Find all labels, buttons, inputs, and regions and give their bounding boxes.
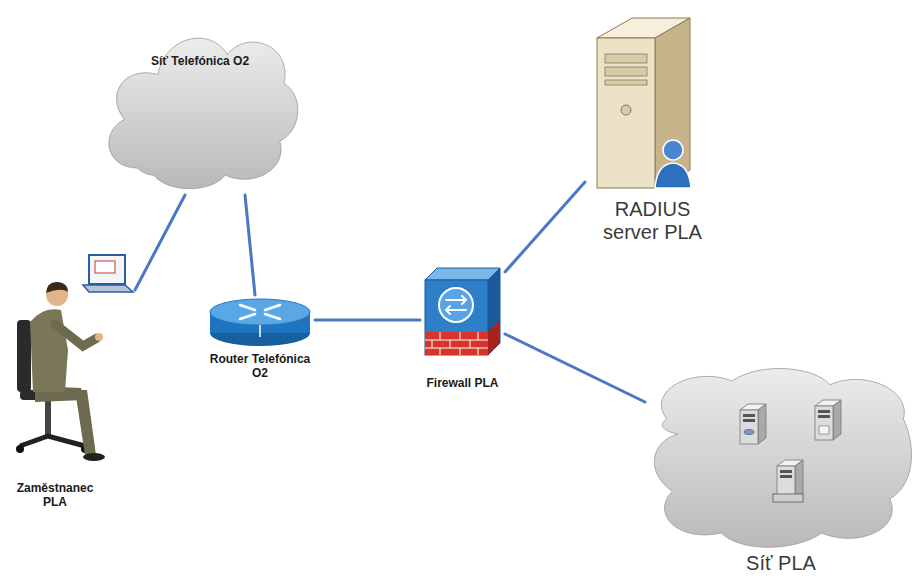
printer-symbol [773,494,803,502]
firewall-front [425,280,488,355]
server-bay [743,419,755,422]
chair-wheel [16,445,24,453]
server-icon [815,400,841,440]
network-link [245,195,255,295]
cloud-outline [654,369,911,548]
server-side [758,404,766,444]
server-front [815,406,833,440]
disk-symbol [744,430,754,435]
screen-window [95,261,115,273]
person-torso [30,309,68,392]
chair-stem [45,400,51,436]
user-body [655,163,691,188]
server-icon [740,404,766,444]
server-bay [818,410,830,413]
firewall-top [425,268,500,280]
network-cloud: Síť PLA [645,362,917,578]
server-icon [773,460,803,502]
server-bay [818,415,830,418]
brick-side [488,320,500,355]
dial-arrows [446,296,466,314]
node-illustration [645,362,917,578]
network-cloud: Síť Telefónica O2 [95,15,305,195]
firewall-node: Firewall PLA [420,262,505,402]
firewall-dial [439,288,473,322]
server-node: RADIUS server PLA [585,10,720,255]
node-label: Síť Telefónica O2 [150,55,250,69]
server-side [833,400,841,440]
router-icon [210,299,310,346]
router-node: Router Telefónica O2 [205,295,315,390]
chair-back [17,320,31,392]
node-label: Síť PLA [645,552,917,575]
person-hand [95,333,103,341]
node-label: Firewall PLA [420,377,505,391]
drive-bay [605,67,647,76]
server-icon [597,18,691,188]
cloud-outline [109,38,298,188]
laptop-base [83,285,133,292]
cloud-shape [654,369,911,548]
router-top [210,299,310,325]
firewall-icon [425,268,500,355]
person-shoe [83,453,105,461]
drive-bay [605,80,647,85]
cloud-shape [109,38,298,188]
node-label: Zaměstnanec PLA [5,482,105,510]
server-bay [780,470,792,473]
drive-bay [605,54,647,63]
network-link [505,334,645,402]
node-label: RADIUS server PLA [585,198,720,244]
user-node: Zaměstnanec PLA [5,250,135,535]
laptop-screen [89,255,125,284]
network-link [135,195,185,290]
server-bay [780,475,792,478]
network-link [505,182,585,272]
server-side [655,18,690,188]
person-shin [75,390,96,455]
network-link [315,319,420,322]
power-button [621,105,631,115]
firewall-side [488,268,500,355]
brick-band [425,332,488,355]
router-bar [259,325,261,337]
media-slot [819,426,829,434]
brick-lines [425,332,488,355]
chair-base [20,436,85,446]
person-hair [46,282,68,293]
router-arrows [240,305,280,319]
server-front [740,410,758,444]
node-illustration [95,15,305,195]
person-illustration [16,255,133,461]
user-head [663,140,683,160]
person-arm [55,324,97,346]
server-bay [743,414,755,417]
node-label: Router Telefónica O2 [205,353,315,381]
server-front [597,38,655,188]
